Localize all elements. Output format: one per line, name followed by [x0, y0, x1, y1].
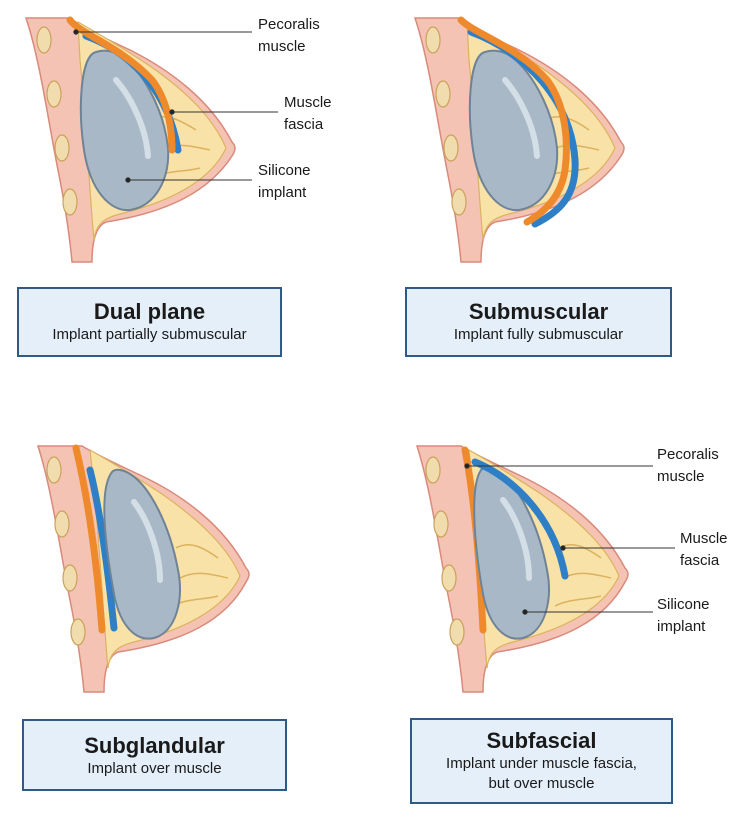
caption-title: Subfascial — [486, 728, 597, 753]
caption-title: Dual plane — [93, 299, 206, 324]
label-line: Silicone — [258, 162, 311, 179]
label-line: Pecoralis — [657, 446, 719, 463]
caption-subtitle: Implant partially submuscular — [52, 326, 247, 343]
label-line: Muscle — [284, 94, 332, 111]
implant-highlight — [502, 77, 540, 159]
ribs — [425, 26, 467, 216]
label-muscle-fascia: Muscle fascia — [284, 92, 332, 136]
caption-title: Submuscular — [468, 299, 609, 324]
caption-submuscular: Submuscular Implant fully submuscular — [405, 287, 672, 357]
caption-subfascial: Subfascial Implant under muscle fascia, … — [410, 718, 673, 804]
caption-subtitle-line-2: but over muscle — [488, 775, 595, 792]
label-line: implant — [657, 618, 706, 635]
implant-shape — [103, 468, 181, 640]
panel-submuscular: Submuscular Implant fully submuscular — [375, 0, 750, 400]
label-line: muscle — [258, 38, 306, 55]
caption-subtitle: Implant fully submuscular — [453, 326, 624, 343]
muscle-line — [66, 16, 176, 154]
label-line: Silicone — [657, 596, 710, 613]
ribs — [36, 26, 78, 216]
panel-subfascial: Pecoralis muscle Muscle fascia Silicone … — [375, 430, 750, 817]
fascia-line — [86, 466, 118, 632]
label-pectoralis-muscle: Pecoralis muscle — [258, 14, 320, 58]
caption-subglandular: Subglandular Implant over muscle — [22, 719, 287, 791]
caption-dual-plane: Dual plane Implant partially submuscular — [17, 287, 282, 357]
label-silicone-implant: Silicone implant — [657, 594, 710, 638]
fascia-line — [471, 458, 569, 580]
label-silicone-implant: Silicone implant — [258, 160, 311, 204]
muscle-line — [72, 444, 106, 634]
implant-highlight — [113, 77, 151, 159]
caption-title: Subglandular — [84, 733, 225, 758]
caption-subtitle-line-1: Implant under muscle fascia, — [446, 755, 637, 772]
ribs — [425, 456, 465, 646]
label-line: Muscle — [680, 530, 728, 547]
label-pectoralis-muscle: Pecoralis muscle — [657, 444, 719, 488]
muscle-line — [457, 16, 570, 226]
submuscular-illustration — [413, 16, 625, 263]
label-line: fascia — [284, 116, 324, 133]
label-line: muscle — [657, 468, 705, 485]
subglandular-illustration — [36, 444, 250, 693]
label-line: fascia — [680, 552, 720, 569]
leader-lines — [73, 29, 278, 183]
dual-plane-illustration — [24, 16, 278, 263]
label-line: implant — [258, 184, 307, 201]
panel-subglandular: Subglandular Implant over muscle — [0, 430, 375, 817]
implant-highlight — [500, 497, 532, 581]
panel-dual-plane: Pecoralis muscle Muscle fascia Silicone … — [0, 0, 375, 400]
ribs — [46, 456, 86, 646]
label-muscle-fascia: Muscle fascia — [680, 528, 728, 572]
leader-lines — [464, 463, 675, 615]
subfascial-illustration — [415, 445, 675, 693]
label-line: Pecoralis — [258, 16, 320, 33]
caption-subtitle: Implant over muscle — [87, 760, 222, 777]
implant-highlight — [131, 499, 163, 583]
